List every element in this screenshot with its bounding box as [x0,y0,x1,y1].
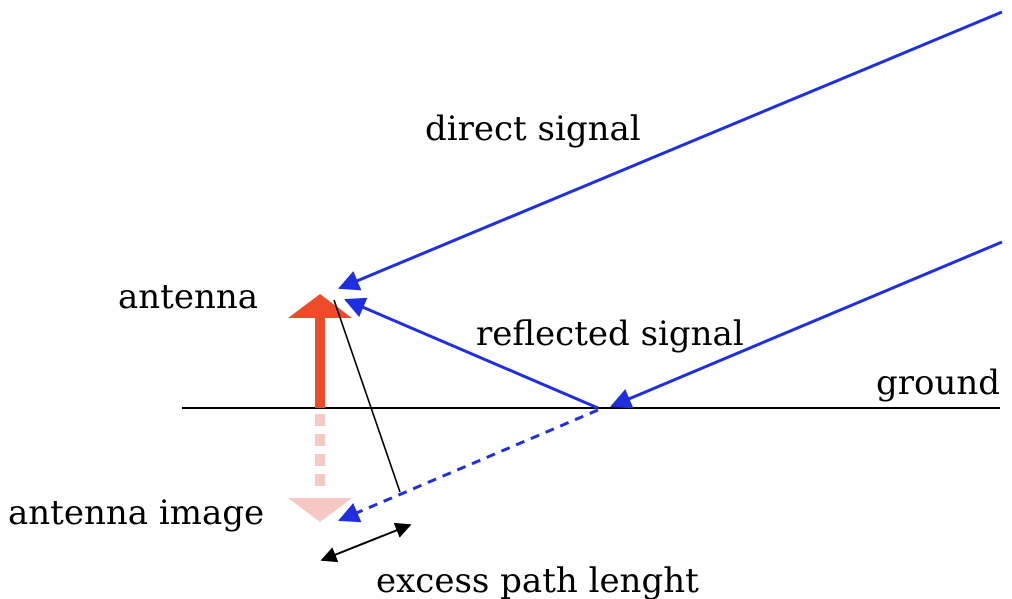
antenna-image-label: antenna image [8,493,264,533]
antenna-image-icon [288,414,352,522]
ground-label: ground [876,363,1000,403]
incoming-reflected-arrow [610,240,1003,409]
excess-path-measure-arrow [320,522,412,563]
reflected-signal-label: reflected signal [476,314,744,354]
antenna-label: antenna [118,277,258,317]
direct-signal-label: direct signal [425,109,641,149]
reflected-signal-arrow [344,297,599,410]
excess-path-label: excess path lenght [376,561,699,599]
image-path-arrow [338,408,599,523]
antenna-icon [288,294,352,408]
direct-signal-arrow [338,10,1003,291]
perpendicular-line [333,299,401,493]
